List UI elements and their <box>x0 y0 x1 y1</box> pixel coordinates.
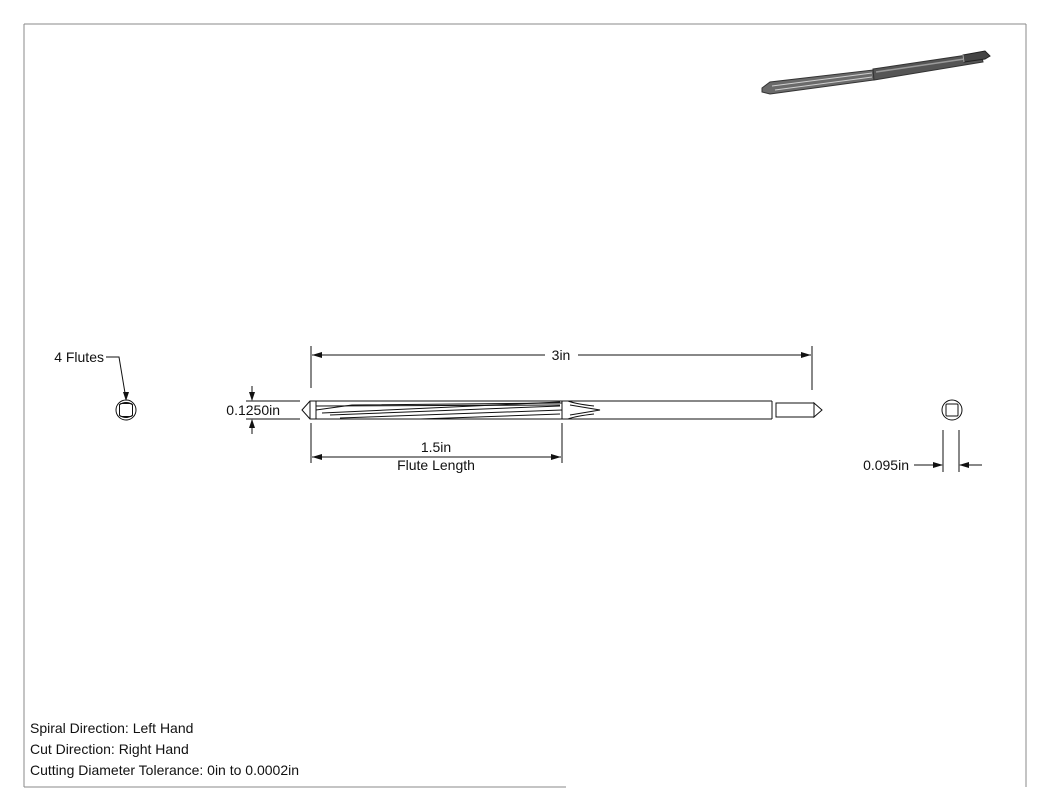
flute-length-caption: Flute Length <box>397 457 475 473</box>
drawing-notes: Spiral Direction: Left Hand Cut Directio… <box>30 718 299 781</box>
diameter-arrow-bottom <box>249 419 255 428</box>
end-view-flutes <box>115 399 137 421</box>
flute-length-arrow-right <box>551 454 561 460</box>
tool-side-view <box>301 400 823 420</box>
flute-length-dimension <box>310 423 563 463</box>
shank-arrow-left <box>933 462 943 468</box>
overall-length-dimension <box>310 346 813 390</box>
diameter-arrow-top <box>249 392 255 401</box>
isometric-tool-view <box>761 50 991 95</box>
sheet-border <box>23 23 1027 788</box>
flute-length-value: 1.5in <box>421 439 451 455</box>
flute-length-arrow-left <box>312 454 322 460</box>
diameter-label: 0.1250in <box>226 402 280 418</box>
overall-length-label: 3in <box>552 347 571 363</box>
tolerance-note: Cutting Diameter Tolerance: 0in to 0.000… <box>30 762 300 778</box>
flutes-leader <box>106 356 127 400</box>
shank-dimension <box>914 430 982 472</box>
shank-dimension-label: 0.095in <box>863 457 909 473</box>
overall-length-arrow-left <box>312 352 322 358</box>
spiral-direction-note: Spiral Direction: Left Hand <box>30 720 194 736</box>
flutes-leader-arrow <box>123 392 129 401</box>
flutes-label: 4 Flutes <box>54 349 104 365</box>
shank-arrow-right <box>959 462 969 468</box>
cut-direction-note: Cut Direction: Right Hand <box>30 741 189 757</box>
overall-length-arrow-right <box>801 352 811 358</box>
end-view-shank <box>941 399 963 421</box>
